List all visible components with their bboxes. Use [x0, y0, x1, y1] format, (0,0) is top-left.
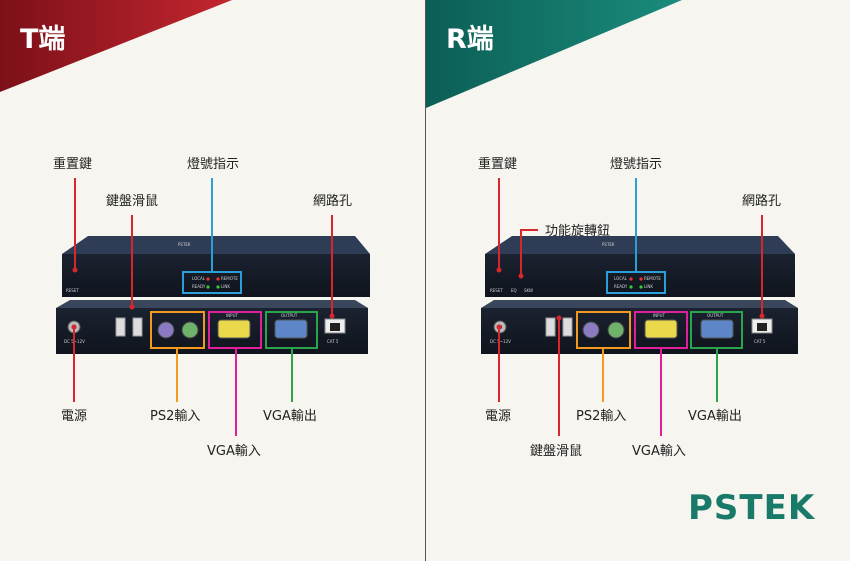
- r-top-unit: PSTEK RESET EQ SKW LOCAL REMOTE READY LI…: [485, 236, 795, 297]
- r-vga-input-port: [644, 319, 678, 339]
- r-bottom-unit-front: [481, 308, 798, 354]
- t-local-text: LOCAL: [192, 276, 206, 281]
- r-output-text: OUTPUT: [707, 313, 724, 318]
- r-label-ps2: PS2輸入: [576, 409, 626, 424]
- r-label-vga-in: VGA輸入: [632, 444, 686, 459]
- t-label-vga-out: VGA輸出: [263, 409, 317, 424]
- r-led-link: [639, 285, 643, 289]
- r-led-ready: [629, 285, 633, 289]
- t-label-kbmouse: 鍵盤滑鼠: [106, 193, 158, 209]
- t-link-text: LINK: [221, 284, 230, 289]
- r-panel: R端 PSTEK RESET EQ SKW LOCAL REMOTE READY…: [426, 0, 816, 528]
- t-label-ps2: PS2輸入: [150, 409, 200, 424]
- r-label-knob: 功能旋轉鈕: [545, 224, 610, 239]
- t-reset-text: RESET: [66, 288, 79, 293]
- t-led-ready: [206, 285, 210, 289]
- t-cat-text: CAT 5: [327, 339, 339, 344]
- r-top-unit-lid: [485, 236, 795, 254]
- r-bottom-unit: DC 5~12V INPUT OUTPUT CAT 5: [481, 300, 798, 354]
- t-panel: T端 PSTEK RESET LOCAL REMOTE READY LINK D…: [0, 0, 370, 459]
- r-label-reset: 重置鍵: [478, 156, 517, 172]
- t-top-unit-front: [62, 254, 370, 297]
- t-label-reset: 重置鍵: [53, 156, 92, 172]
- pstek-logo: PSTEK: [688, 488, 816, 528]
- t-device-logo: PSTEK: [178, 242, 191, 247]
- r-label-power: 電源: [485, 409, 511, 424]
- t-usb-port-2: [132, 317, 143, 337]
- t-label-network: 網路孔: [313, 193, 352, 209]
- r-led-remote: [639, 277, 643, 281]
- r-led-local: [629, 277, 633, 281]
- r-knob-line: [520, 229, 538, 276]
- r-reset-text: RESET: [490, 288, 503, 293]
- r-eq-text: EQ: [511, 288, 517, 293]
- t-label-led: 燈號指示: [187, 157, 239, 172]
- t-led-link: [216, 285, 220, 289]
- t-header-banner: [0, 0, 232, 92]
- r-header-banner: [426, 0, 682, 108]
- t-led-remote: [216, 277, 220, 281]
- r-device-logo: PSTEK: [602, 242, 615, 247]
- r-top-unit-front: [485, 254, 795, 297]
- r-cat-text: CAT 5: [754, 339, 766, 344]
- t-ps2-mouse-port: [181, 321, 199, 339]
- t-top-unit: PSTEK RESET LOCAL REMOTE READY LINK: [62, 236, 370, 297]
- r-usb-port-2: [562, 317, 573, 337]
- r-remote-text: REMOTE: [644, 276, 661, 281]
- t-output-text: OUTPUT: [281, 313, 298, 318]
- t-remote-text: REMOTE: [221, 276, 238, 281]
- t-ready-text: READY: [192, 284, 206, 289]
- t-input-text: INPUT: [226, 313, 239, 318]
- r-skw-text: SKW: [524, 288, 533, 293]
- r-ready-text: READY: [614, 284, 628, 289]
- r-label-led: 燈號指示: [610, 157, 662, 172]
- t-vga-output-port: [274, 319, 308, 339]
- t-led-local: [206, 277, 210, 281]
- r-ps2-keyboard-port: [582, 321, 600, 339]
- r-link-text: LINK: [644, 284, 653, 289]
- t-bottom-unit: DC 5~12V INPUT OUTPUT CAT 5: [56, 300, 368, 354]
- t-bottom-unit-lid: [56, 300, 368, 308]
- t-label-vga-in: VGA輸入: [207, 444, 261, 459]
- t-top-unit-lid: [62, 236, 370, 254]
- r-label-vga-out: VGA輸出: [688, 409, 742, 424]
- r-input-text: INPUT: [653, 313, 666, 318]
- t-vga-input-port: [217, 319, 251, 339]
- r-panel-title: R端: [446, 24, 494, 55]
- t-usb-port-1: [115, 317, 126, 337]
- r-ps2-mouse-port: [607, 321, 625, 339]
- r-usb-port-1: [545, 317, 556, 337]
- r-vga-output-port: [700, 319, 734, 339]
- t-label-power: 電源: [61, 409, 87, 424]
- r-local-text: LOCAL: [614, 276, 628, 281]
- t-ps2-keyboard-port: [157, 321, 175, 339]
- r-label-network: 網路孔: [742, 193, 781, 209]
- r-label-kbmouse: 鍵盤滑鼠: [530, 443, 582, 459]
- t-panel-title: T端: [20, 24, 65, 55]
- r-bottom-unit-lid: [481, 300, 798, 308]
- r-dc-text: DC 5~12V: [490, 339, 511, 344]
